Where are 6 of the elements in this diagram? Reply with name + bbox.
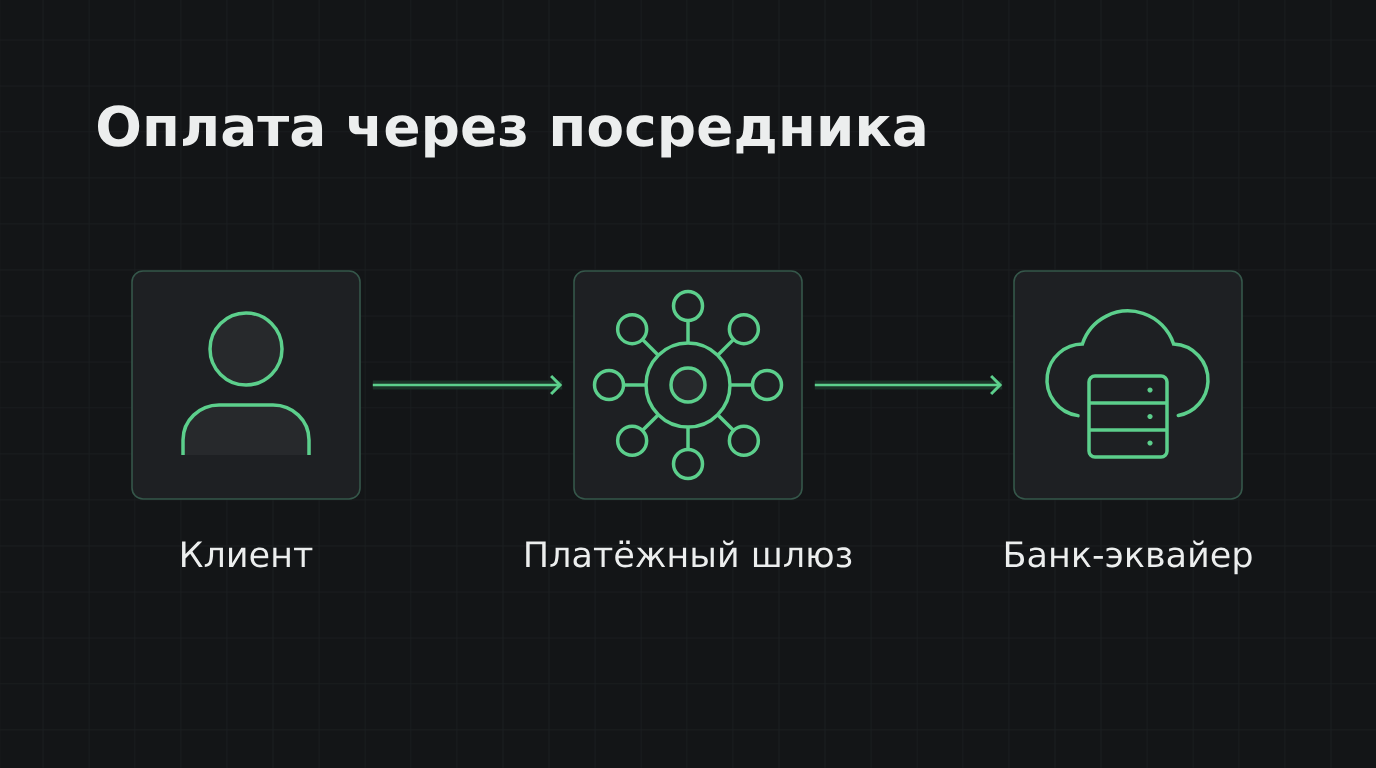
node-label: Платёжный шлюз: [526, 540, 852, 568]
arrow: [372, 374, 563, 396]
arrow: [814, 374, 1003, 396]
node-label: Клиент: [182, 541, 313, 568]
title: Оплата через посредника: [97, 105, 925, 158]
node-label: Банк-эквайер: [1005, 540, 1252, 575]
